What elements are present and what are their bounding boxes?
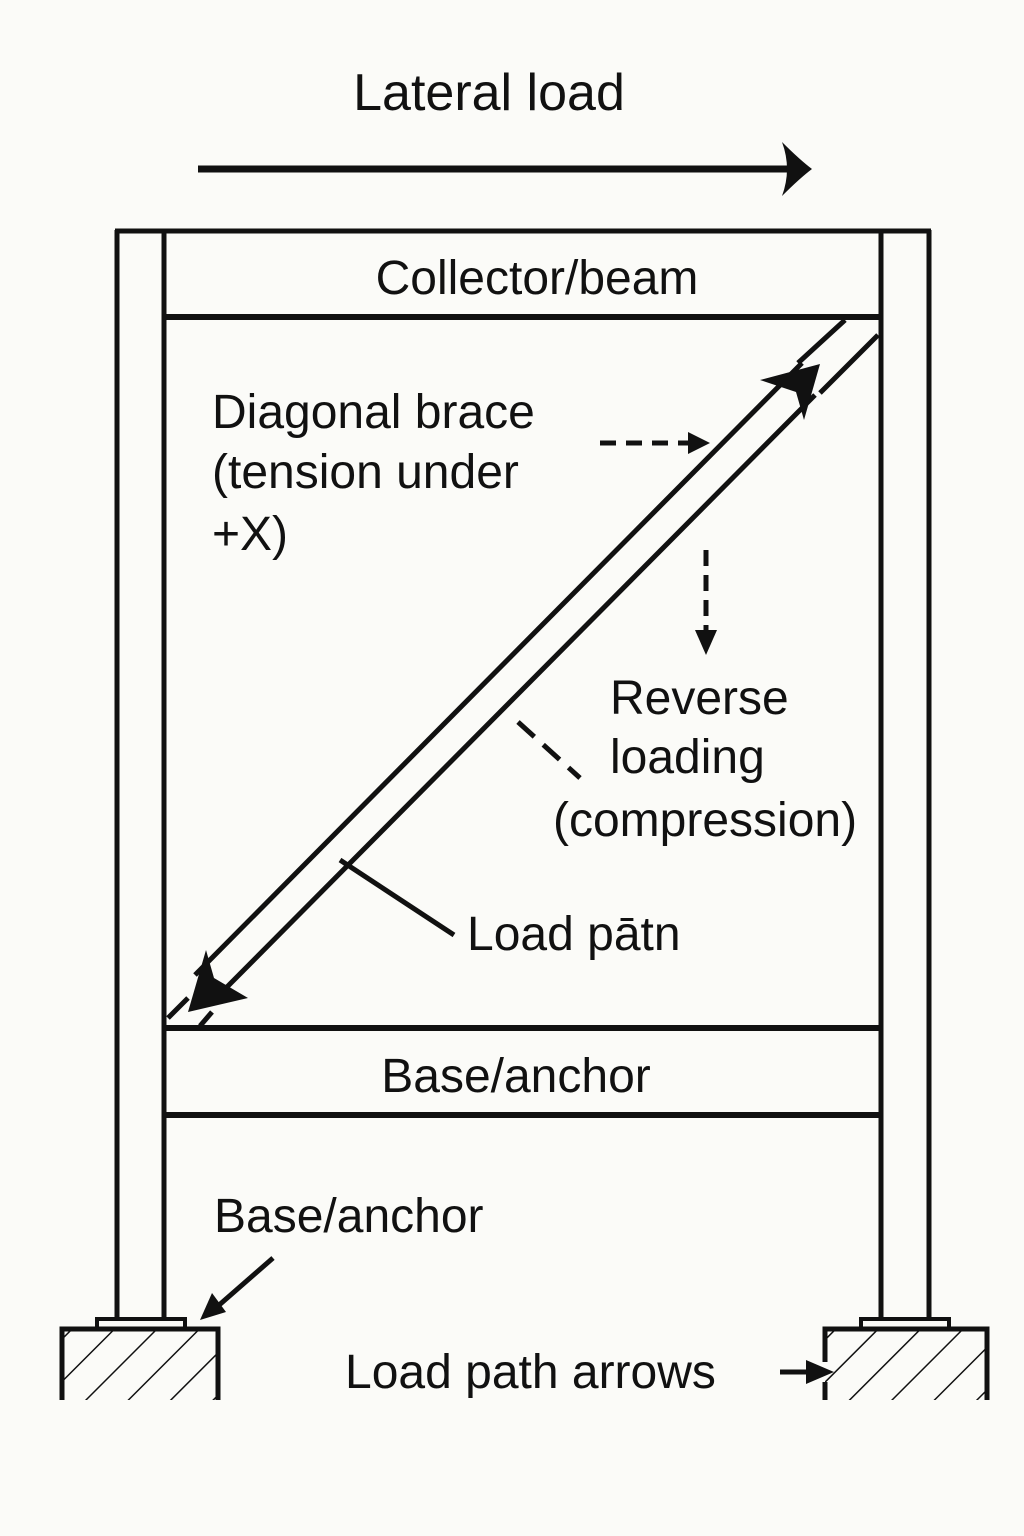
tension-dashed-arrow-icon [600, 432, 710, 454]
collector-beam-label: Collector/beam [376, 252, 699, 305]
right-footing [822, 1317, 990, 1400]
diagonal-brace-label: Diagonal brace (tension under +X) [212, 386, 548, 561]
brace-tension-arrowhead-icon [760, 364, 820, 420]
brace-compression-arrowhead-icon [188, 950, 248, 1012]
left-column [114, 230, 167, 1320]
base-anchor-callout-label: Base/anchor [214, 1190, 484, 1243]
lateral-load-arrow-icon [198, 142, 812, 196]
left-footing-hatch [62, 1330, 218, 1400]
right-footing-hatch [825, 1330, 987, 1400]
right-column [878, 230, 932, 1320]
base-anchor-band-label: Base/anchor [381, 1050, 651, 1103]
reverse-loading-label: Reverse loading (compression) [553, 672, 857, 847]
load-path-arrows-label: Load path arrows [345, 1346, 716, 1399]
load-path-leader [338, 857, 456, 938]
load-path-arrows-pointer-icon [780, 1360, 834, 1384]
left-footing [59, 1317, 221, 1400]
base-anchor-callout-arrow-icon [200, 1256, 275, 1320]
diagonal-brace [166, 318, 880, 1028]
reverse-dashed-down-arrow-icon [695, 550, 717, 655]
lateral-load-label: Lateral load [353, 64, 625, 122]
load-path-label: Load pātn [467, 908, 681, 961]
reverse-loading-leader [516, 720, 582, 780]
